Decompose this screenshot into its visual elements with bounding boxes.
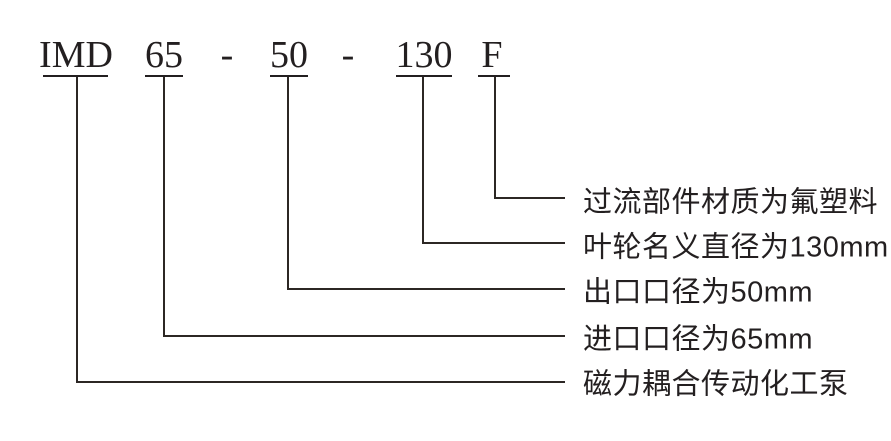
material-underline (478, 75, 510, 77)
outlet-size-connector-line (287, 77, 565, 290)
model-code-separator-2: - (341, 34, 355, 76)
model-code-outlet-size: 50 (270, 34, 308, 76)
impeller-diameter-connector-line (422, 77, 565, 244)
outlet-size-underline (270, 75, 308, 77)
model-code-inlet-size: 65 (145, 34, 183, 76)
material-callout-label: 过流部件材质为氟塑料 (583, 186, 879, 219)
model-code-separator-1: - (220, 34, 234, 76)
inlet-size-connector-line (163, 77, 565, 337)
material-connector-line (494, 77, 565, 199)
model-code-series: IMD (39, 34, 113, 76)
model-code-impeller-diameter: 130 (395, 34, 453, 76)
series-callout-label: 磁力耦合传动化工泵 (583, 368, 849, 401)
outlet-size-callout-label: 出口口径为50mm (583, 276, 814, 309)
impeller-diameter-callout-label: 叶轮名义直径为130mm (583, 231, 889, 264)
impeller-diameter-underline (396, 75, 452, 77)
inlet-size-underline (145, 75, 183, 77)
series-connector-line (76, 77, 565, 383)
inlet-size-callout-label: 进口口径为65mm (583, 323, 814, 356)
series-underline (43, 75, 108, 77)
model-code-material: F (481, 34, 503, 76)
